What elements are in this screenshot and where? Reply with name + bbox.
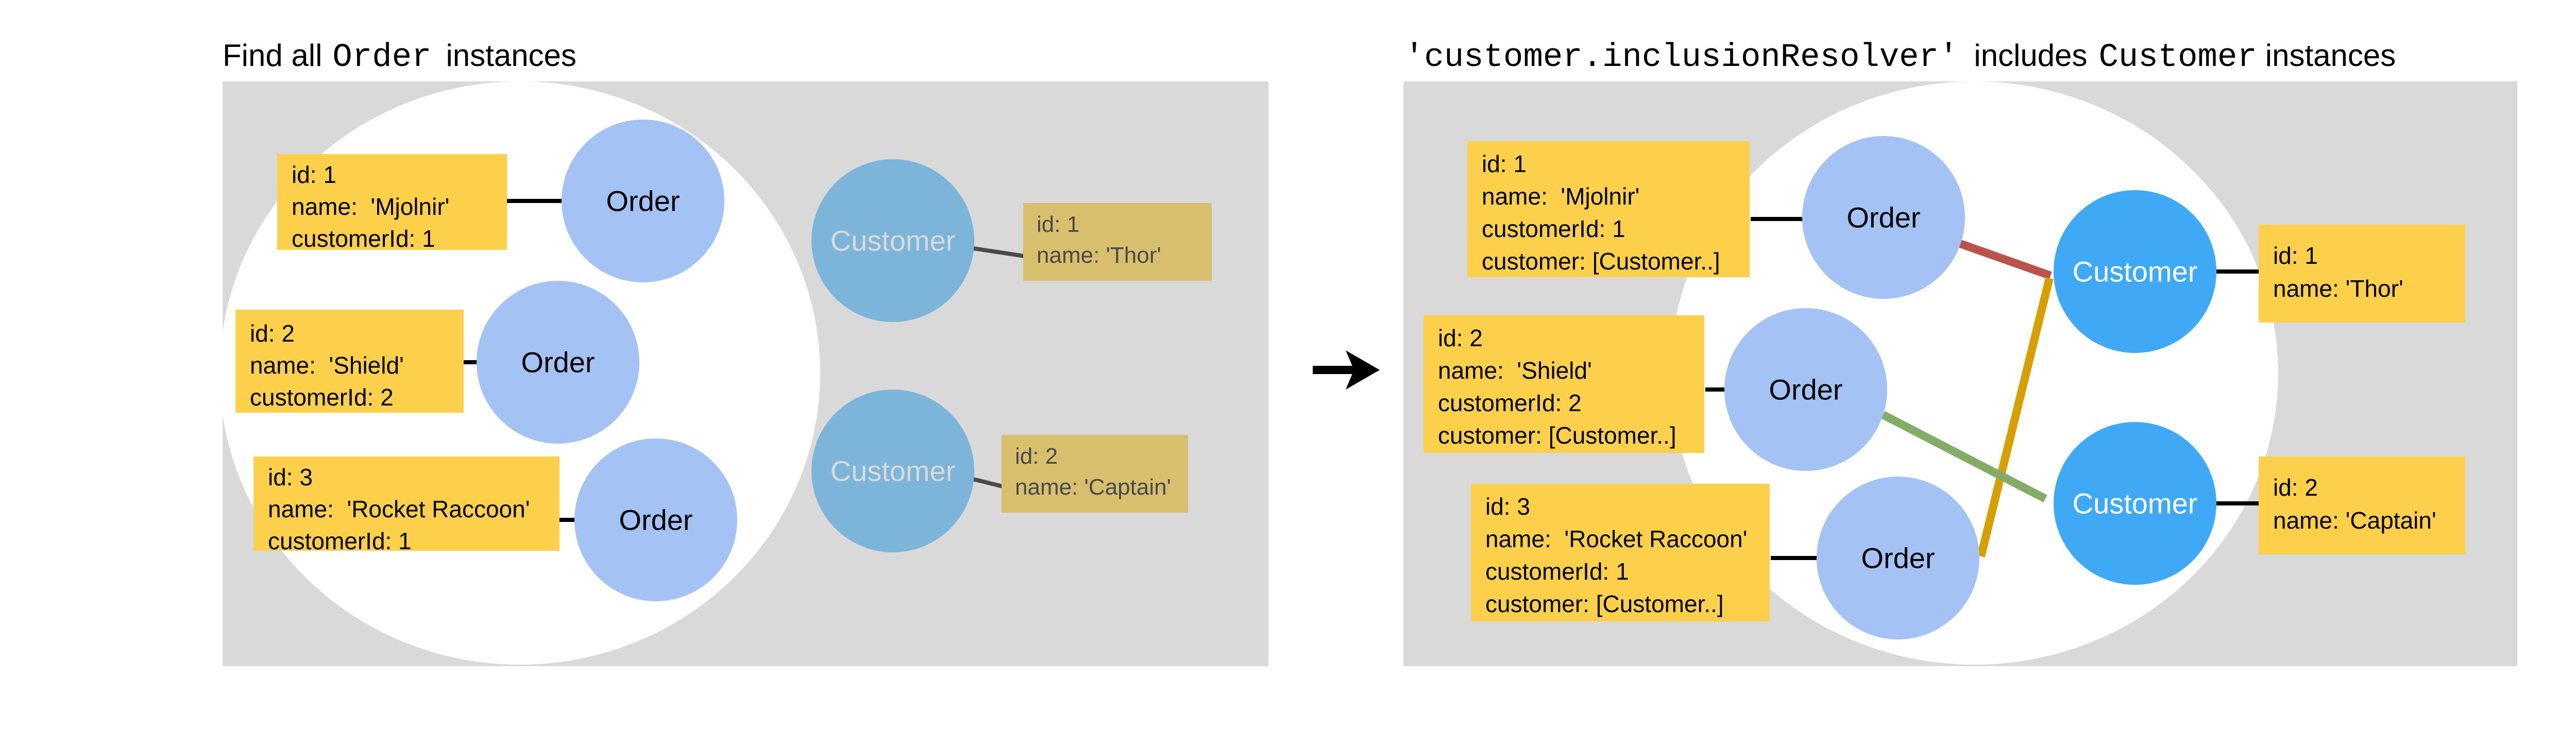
record-line: name: 'Captain' <box>1015 475 1171 500</box>
right-order3-label: Order <box>1861 542 1935 574</box>
record-box-rect <box>235 310 464 413</box>
record-line: id: 3 <box>1485 493 1530 520</box>
record-line: name: 'Thor' <box>1037 243 1161 268</box>
right-title-code-customer: Customer <box>2099 39 2257 76</box>
record-line: id: 1 <box>292 161 336 188</box>
record-line: name: 'Rocket Raccoon' <box>1485 526 1747 552</box>
record-box-rect <box>2259 225 2465 323</box>
left-customer1-label: Customer <box>831 225 956 257</box>
left-order2-label: Order <box>521 346 595 379</box>
relation-line-order2-customer2-green <box>1881 411 2047 503</box>
left-customer2-label: Customer <box>831 455 956 487</box>
record-line: customerId: 1 <box>292 225 435 252</box>
right-customer2-label: Customer <box>2073 487 2198 520</box>
left-order1-record-box: id: 1 name: 'Mjolnir' customerId: 1 <box>277 154 507 252</box>
right-order1-record-box: id: 1 name: 'Mjolnir' customerId: 1 cust… <box>1467 141 1750 277</box>
left-customer2-node <box>811 390 974 552</box>
left-title: Find all Order instances <box>223 38 577 76</box>
left-order3-label: Order <box>619 504 692 536</box>
record-line: id: 2 <box>1015 444 1058 469</box>
record-line: id: 2 <box>1438 325 1483 351</box>
record-box-rect <box>1423 315 1704 453</box>
record-line: name: 'Mjolnir' <box>1482 183 1639 210</box>
arrow-head <box>1346 350 1380 390</box>
record-line: id: 1 <box>1482 150 1527 177</box>
record-line: name: 'Thor' <box>2273 275 2403 302</box>
left-order1-node <box>562 120 724 282</box>
left-order2-record-box: id: 2 name: 'Shield' customerId: 2 <box>235 310 464 413</box>
right-order2-record-box: id: 2 name: 'Shield' customerId: 2 custo… <box>1423 315 1704 453</box>
record-line: name: 'Mjolnir' <box>292 193 449 220</box>
record-line: customer: [Customer..] <box>1438 422 1676 449</box>
right-title-verb: includes <box>1974 38 2087 73</box>
right-order1-node <box>1802 136 1965 299</box>
left-customer1-record-box: id: 1 name: 'Thor' <box>1023 203 1212 281</box>
right-order3-node <box>1817 477 1979 639</box>
left-order3-record-box: id: 3 name: 'Rocket Raccoon' customerId:… <box>253 456 560 554</box>
connector-left-customer2-captain <box>973 477 1003 488</box>
left-title-prefix: Find all <box>223 38 322 73</box>
record-line: customerId: 2 <box>250 384 394 411</box>
connector-left-customer1-thor <box>973 246 1025 258</box>
left-title-suffix: instances <box>446 38 576 73</box>
right-customer1-node <box>2054 190 2216 353</box>
record-box-rect <box>2259 456 2465 554</box>
record-box-rect <box>1467 141 1750 277</box>
record-box-rect <box>1023 203 1212 281</box>
record-line: name: 'Shield' <box>250 352 404 379</box>
record-line: id: 2 <box>250 320 295 347</box>
record-line: id: 1 <box>1037 212 1079 237</box>
transform-arrow-icon <box>1313 350 1380 390</box>
right-customer1-record-box: id: 1 name: 'Thor' <box>2259 225 2465 323</box>
right-order1-label: Order <box>1846 201 1920 234</box>
record-line: id: 1 <box>2273 242 2318 269</box>
right-customer2-node <box>2054 422 2216 585</box>
record-line: customerId: 2 <box>1438 390 1582 416</box>
right-customer2-record-box: id: 2 name: 'Captain' <box>2259 456 2465 554</box>
right-customer1-label: Customer <box>2073 256 2198 288</box>
left-order2-node <box>477 281 639 444</box>
record-box-rect <box>1471 484 1770 621</box>
record-line: name: 'Rocket Raccoon' <box>268 496 530 522</box>
record-line: customerId: 1 <box>1482 215 1625 242</box>
record-line: name: 'Shield' <box>1438 357 1592 384</box>
left-order3-node <box>574 438 737 601</box>
record-box-rect <box>277 154 507 250</box>
left-order1-label: Order <box>606 185 680 217</box>
relation-line-order1-customer1-red <box>1959 240 2052 280</box>
record-line: customerId: 1 <box>268 528 412 554</box>
right-title: 'customer.inclusionResolver' includes Cust… <box>1404 38 2396 76</box>
left-customer2-record-box: id: 2 name: 'Captain' <box>1002 435 1188 513</box>
left-title-code-order: Order <box>332 39 431 76</box>
record-line: id: 3 <box>268 464 313 491</box>
record-line: name: 'Captain' <box>2273 507 2436 534</box>
record-line: id: 2 <box>2273 474 2318 501</box>
right-order2-label: Order <box>1769 374 1842 406</box>
right-title-code-resolver: 'customer.inclusionResolver' <box>1404 39 1958 76</box>
right-title-suffix: instances <box>2265 38 2396 73</box>
record-line: customerId: 1 <box>1485 558 1629 585</box>
record-box-rect <box>253 456 560 551</box>
record-line: customer: [Customer..] <box>1482 248 1720 275</box>
record-box-rect <box>1002 435 1188 513</box>
right-order2-node <box>1724 308 1887 471</box>
record-line: customer: [Customer..] <box>1485 590 1724 617</box>
relation-line-order3-customer1-amber <box>1977 277 2054 557</box>
right-order3-record-box: id: 3 name: 'Rocket Raccoon' customerId:… <box>1471 484 1770 621</box>
left-customer1-node <box>811 159 974 322</box>
